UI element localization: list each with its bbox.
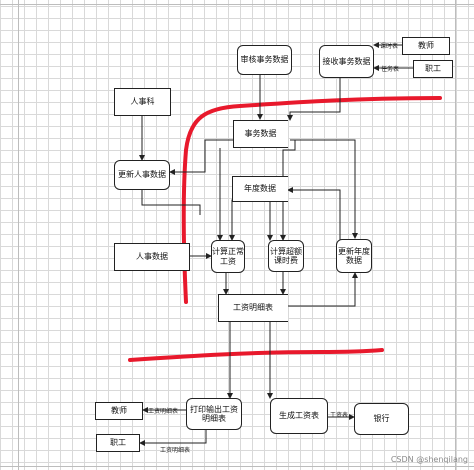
page-frame-bottom <box>0 466 474 467</box>
process-calc-overtime-fee: 计算超额课时费 <box>268 240 304 272</box>
store-annual-data-left <box>232 176 233 202</box>
flow-label-payroll: 工资表 <box>330 412 349 419</box>
flow-transaction-update <box>169 139 233 175</box>
process-update-annual-data: 更新年度数据 <box>336 239 372 273</box>
flow-update-hrdata <box>141 190 201 215</box>
entity-hr-department: 人事科 <box>114 88 171 116</box>
flow-annual-calcpay <box>229 199 240 241</box>
process-update-hr-data: 更新人事数据 <box>114 160 170 190</box>
flow-print-staff <box>139 430 207 446</box>
page-frame-left <box>18 0 19 470</box>
process-calc-normal-pay: 计算正常工资 <box>211 240 245 273</box>
boundary-line-top <box>181 96 442 304</box>
entity-bank: 银行 <box>354 403 409 435</box>
flow-label-payslip-teacher: 工资明细表 <box>148 408 179 415</box>
flow-payslip-updannual <box>288 272 358 307</box>
page-frame-top <box>0 4 474 5</box>
process-audit-transactions: 审核事务数据 <box>237 45 292 75</box>
entity-teacher-top: 教师 <box>402 37 450 55</box>
flow-label-class-hours: 课时表 <box>380 43 399 50</box>
entity-staff-top: 职工 <box>413 60 453 78</box>
process-generate-payroll: 生成工资表 <box>270 398 328 434</box>
flow-label-task-list: 任务表 <box>381 66 400 73</box>
entity-teacher-bottom: 教师 <box>95 402 143 420</box>
boundary-line-bottom <box>128 348 384 362</box>
store-annual-data: 年度数据 <box>232 176 288 202</box>
flow-label-payslip-staff: 工资明细表 <box>160 447 191 454</box>
store-transaction-data-left <box>233 120 234 148</box>
flow-transaction-annual-upd <box>290 139 358 239</box>
flow-updannual-annual <box>287 187 341 240</box>
process-receive-transactions: 接收事务数据 <box>319 45 374 78</box>
process-print-payslip: 打印输出工资明细表 <box>186 398 242 430</box>
watermark: CSDN @shenqilang <box>390 455 468 464</box>
flow-receive-transaction <box>287 78 341 121</box>
page-frame-right <box>455 0 456 470</box>
store-payslip-left <box>218 294 219 322</box>
entity-hr-data: 人事数据 <box>114 243 190 271</box>
store-transaction-data: 事务数据 <box>233 120 288 148</box>
store-payslip: 工资明细表 <box>218 294 288 322</box>
entity-staff-bottom: 职工 <box>96 434 140 452</box>
